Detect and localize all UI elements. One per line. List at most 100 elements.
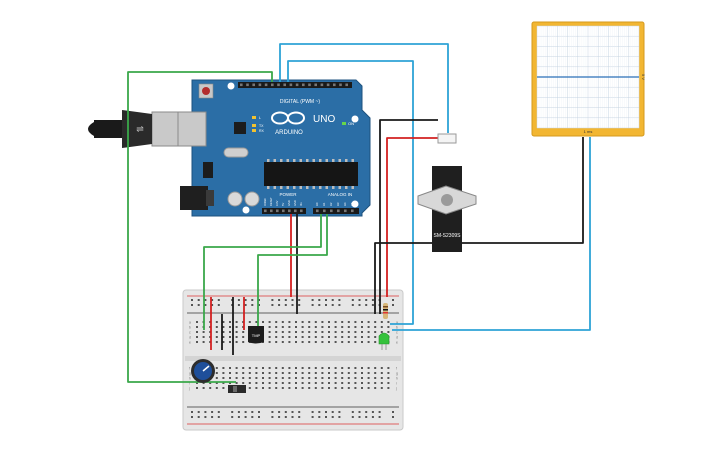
breadboard-hole[interactable] xyxy=(288,336,291,338)
breadboard-hole[interactable] xyxy=(347,341,350,343)
breadboard-hole[interactable] xyxy=(361,326,363,328)
rail-hole[interactable] xyxy=(371,299,374,301)
breadboard-hole[interactable] xyxy=(387,321,390,323)
breadboard-hole[interactable] xyxy=(380,387,383,389)
breadboard-hole[interactable] xyxy=(361,336,363,338)
header-pin[interactable] xyxy=(326,83,330,87)
breadboard-hole[interactable] xyxy=(248,321,251,323)
breadboard-hole[interactable] xyxy=(314,387,317,389)
breadboard-hole[interactable] xyxy=(248,377,251,379)
breadboard-hole[interactable] xyxy=(341,326,344,328)
header-pin[interactable] xyxy=(295,83,299,87)
breadboard-hole[interactable] xyxy=(354,387,357,389)
breadboard-hole[interactable] xyxy=(361,321,363,323)
rail-hole[interactable] xyxy=(358,411,361,413)
rail-hole[interactable] xyxy=(197,304,200,306)
rail-hole[interactable] xyxy=(338,411,341,413)
rail-hole[interactable] xyxy=(271,299,274,301)
breadboard-hole[interactable] xyxy=(288,367,291,369)
breadboard-hole[interactable] xyxy=(235,326,238,328)
breadboard-hole[interactable] xyxy=(321,341,324,343)
breadboard-hole[interactable] xyxy=(215,387,218,389)
rail-hole[interactable] xyxy=(258,304,260,306)
header-pin[interactable] xyxy=(258,83,262,87)
breadboard-hole[interactable] xyxy=(295,321,297,323)
header-pin[interactable] xyxy=(302,83,305,87)
breadboard-hole[interactable] xyxy=(374,367,377,369)
breadboard-hole[interactable] xyxy=(354,326,357,328)
arduino-uno-board[interactable]: ARDUINO UNO ON L TX RX DIGITAL (PWM ~) P… xyxy=(175,79,371,217)
breadboard-hole[interactable] xyxy=(262,372,264,374)
rail-hole[interactable] xyxy=(392,411,394,413)
breadboard-hole[interactable] xyxy=(347,321,350,323)
rail-hole[interactable] xyxy=(311,411,314,413)
breadboard-hole[interactable] xyxy=(242,336,245,338)
breadboard-hole[interactable] xyxy=(308,367,311,369)
breadboard-hole[interactable] xyxy=(215,336,218,338)
breadboard-hole[interactable] xyxy=(328,387,330,389)
rail-hole[interactable] xyxy=(197,411,200,413)
breadboard-hole[interactable] xyxy=(374,372,377,374)
breadboard-hole[interactable] xyxy=(328,336,330,338)
breadboard-hole[interactable] xyxy=(268,387,271,389)
rail-hole[interactable] xyxy=(371,411,374,413)
breadboard-hole[interactable] xyxy=(196,387,198,389)
breadboard-hole[interactable] xyxy=(367,377,370,379)
rail-hole[interactable] xyxy=(325,411,327,413)
breadboard-hole[interactable] xyxy=(328,377,330,379)
breadboard-hole[interactable] xyxy=(202,387,205,389)
rail-hole[interactable] xyxy=(204,299,207,301)
breadboard-hole[interactable] xyxy=(301,321,304,323)
rail-hole[interactable] xyxy=(331,299,334,301)
rail-hole[interactable] xyxy=(237,416,240,418)
breadboard-hole[interactable] xyxy=(248,387,251,389)
breadboard-hole[interactable] xyxy=(354,321,357,323)
breadboard-hole[interactable] xyxy=(215,321,218,323)
breadboard-hole[interactable] xyxy=(341,336,344,338)
wire-servo-signal[interactable] xyxy=(279,43,449,133)
rail-hole[interactable] xyxy=(251,416,254,418)
breadboard-hole[interactable] xyxy=(314,321,317,323)
rail-hole[interactable] xyxy=(291,304,294,306)
rail-hole[interactable] xyxy=(237,304,240,306)
tmp-sensor[interactable]: TMP xyxy=(248,326,264,344)
breadboard-hole[interactable] xyxy=(242,331,245,333)
breadboard-hole[interactable] xyxy=(334,341,337,343)
header-pin[interactable] xyxy=(330,209,333,213)
rail-hole[interactable] xyxy=(325,416,327,418)
breadboard-hole[interactable] xyxy=(308,336,311,338)
breadboard-hole[interactable] xyxy=(255,372,258,374)
breadboard-hole[interactable] xyxy=(314,372,317,374)
breadboard-hole[interactable] xyxy=(209,382,212,384)
breadboard-hole[interactable] xyxy=(268,367,271,369)
breadboard-hole[interactable] xyxy=(215,382,218,384)
breadboard-hole[interactable] xyxy=(301,372,304,374)
breadboard-hole[interactable] xyxy=(380,331,383,333)
rail-hole[interactable] xyxy=(365,416,368,418)
breadboard-hole[interactable] xyxy=(328,321,330,323)
rail-hole[interactable] xyxy=(191,411,193,413)
breadboard-hole[interactable] xyxy=(367,336,370,338)
header-pin[interactable] xyxy=(289,83,293,87)
rail-hole[interactable] xyxy=(392,299,394,301)
rail-hole[interactable] xyxy=(351,411,354,413)
breadboard-hole[interactable] xyxy=(281,321,284,323)
breadboard-hole[interactable] xyxy=(229,341,231,343)
rail-hole[interactable] xyxy=(325,304,327,306)
breadboard-hole[interactable] xyxy=(361,331,363,333)
servo-motor[interactable]: SM-S2309S xyxy=(417,133,477,252)
breadboard-hole[interactable] xyxy=(380,367,383,369)
header-pin[interactable] xyxy=(294,209,297,213)
breadboard-hole[interactable] xyxy=(334,387,337,389)
rail-hole[interactable] xyxy=(291,299,294,301)
rail-hole[interactable] xyxy=(298,304,301,306)
breadboard-hole[interactable] xyxy=(380,377,383,379)
breadboard-hole[interactable] xyxy=(361,372,363,374)
breadboard-hole[interactable] xyxy=(275,372,278,374)
rail-hole[interactable] xyxy=(284,411,287,413)
breadboard-hole[interactable] xyxy=(387,372,390,374)
breadboard-hole[interactable] xyxy=(314,331,317,333)
breadboard-hole[interactable] xyxy=(295,377,297,379)
breadboard-hole[interactable] xyxy=(229,377,231,379)
breadboard-hole[interactable] xyxy=(275,331,278,333)
